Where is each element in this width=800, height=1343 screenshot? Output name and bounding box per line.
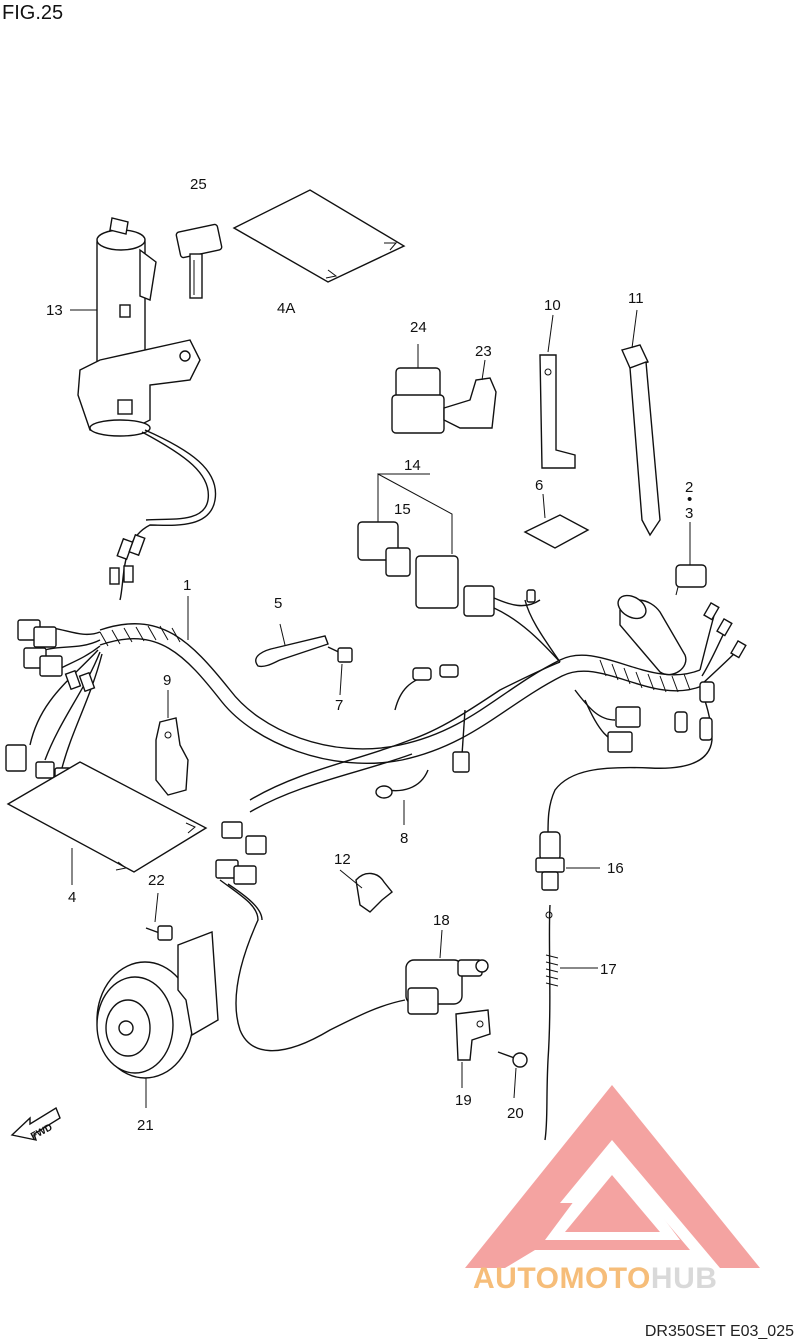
brand-part-1: AUTOMOTO (473, 1262, 651, 1295)
switch-16 (535, 831, 600, 891)
relay-24 (391, 344, 445, 434)
bracket-10 (539, 314, 576, 469)
callout-6: 6 (535, 477, 543, 494)
callout-8: 8 (400, 830, 408, 847)
callout-2: 2 (685, 479, 693, 496)
main-harness (5, 594, 747, 855)
brand-part-2: HUB (650, 1262, 718, 1295)
callout-23: 23 (475, 343, 492, 360)
clip-5 (255, 623, 329, 668)
callout-18: 18 (433, 912, 450, 929)
bracket-23 (443, 359, 497, 429)
grommet-2-3 (675, 522, 707, 596)
callout-24: 24 (410, 319, 427, 336)
callout-16: 16 (607, 860, 624, 877)
callout-separator: • (687, 491, 692, 508)
callout-12: 12 (334, 851, 351, 868)
callout-22: 22 (148, 872, 165, 889)
callout-17: 17 (600, 961, 617, 978)
watermark-logo (465, 1085, 760, 1268)
callout-14: 14 (404, 457, 421, 474)
ignition-switch (77, 217, 201, 437)
screw-20 (497, 1051, 528, 1099)
clamp-12 (339, 869, 393, 913)
figure-title: FIG.25 (2, 2, 64, 24)
pad-6 (523, 514, 590, 549)
callout-21: 21 (137, 1117, 154, 1134)
sheet-4a (232, 189, 406, 283)
callout-10: 10 (544, 297, 561, 314)
bolt-7 (327, 646, 353, 696)
switch-18 (405, 929, 489, 1015)
fwd-arrow-icon: FWD (10, 1106, 61, 1142)
callout-4a: 4A (277, 300, 295, 317)
bolt-22 (145, 892, 173, 941)
callout-19: 19 (455, 1092, 472, 1109)
callout-20: 20 (507, 1105, 524, 1122)
callout-7: 7 (335, 697, 343, 714)
watermark-brand: AUTOMOTOHUB (473, 1262, 717, 1296)
callout-5: 5 (274, 595, 282, 612)
diagram-code: DR350SET E03_025 (644, 1323, 794, 1340)
callout-1: 1 (183, 577, 191, 594)
cable-tie-11 (621, 309, 661, 537)
connector-14-15 (357, 473, 561, 663)
callout-9: 9 (163, 672, 171, 689)
cable-17 (544, 904, 598, 1141)
callout-11: 11 (628, 290, 644, 307)
callout-25: 25 (190, 176, 207, 193)
callout-13: 13 (46, 302, 63, 319)
ground-lead-8 (375, 769, 429, 825)
key-part (175, 223, 223, 299)
callout-3: 3 (685, 505, 693, 522)
band-9 (155, 690, 189, 796)
bracket-19 (455, 1009, 491, 1088)
callout-15: 15 (394, 501, 411, 518)
callout-labels: 25 4A 13 24 23 10 11 14 15 6 2 • 3 1 5 7… (46, 176, 693, 1134)
callout-4: 4 (68, 889, 76, 906)
sheet-4 (6, 761, 208, 885)
horn-21 (96, 931, 219, 1108)
